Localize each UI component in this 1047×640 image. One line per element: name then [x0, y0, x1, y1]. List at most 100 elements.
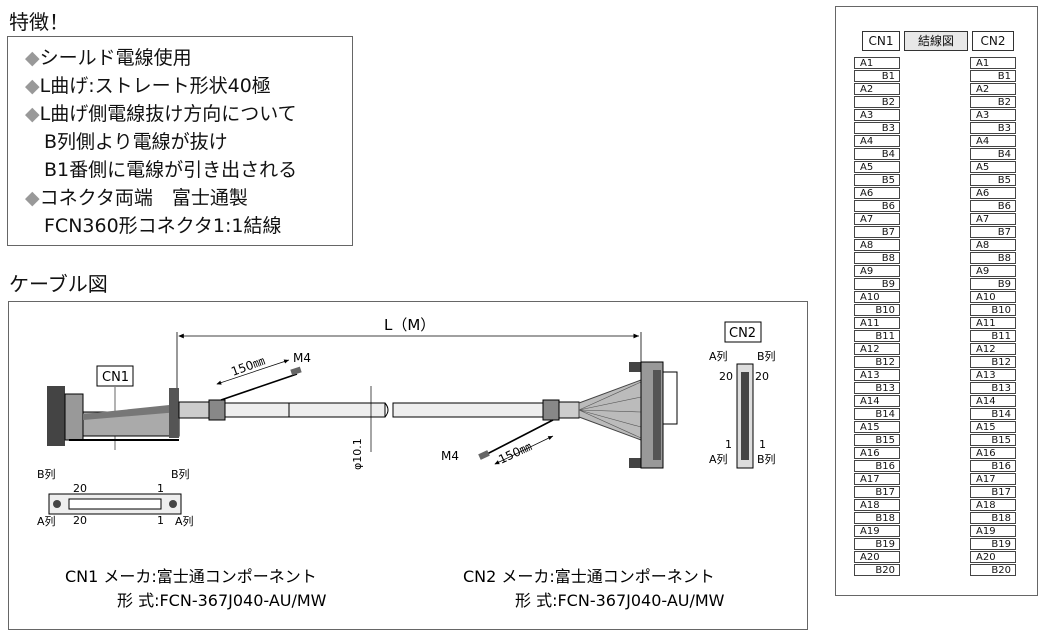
screw-label-1: M4 [293, 351, 311, 365]
cn2-pin-b17: B17 [970, 486, 1016, 498]
feature-text: FCN360形コネクタ1:1結線 [44, 215, 282, 237]
cn2-pin-a20: A20 [970, 551, 1016, 563]
cn1-pin-a17: A17 [854, 473, 900, 485]
cn1-pin-a9: A9 [854, 265, 900, 277]
cable-diagram-box: L（M） CN1 φ10.1 150㎜ M4 [8, 301, 808, 630]
cn1-pin-a3: A3 [854, 109, 900, 121]
cn1-pin-a11: A11 [854, 317, 900, 329]
cn1-pin-a19: A19 [854, 525, 900, 537]
feature-line: B1番側に電線が引き出される [25, 155, 297, 182]
feature-line: B列側より電線が抜け [25, 127, 228, 154]
cn2-pin-20-left: 20 [719, 370, 733, 383]
cable-diagram: L（M） CN1 φ10.1 150㎜ M4 [37, 316, 776, 610]
ground-wire-1: 150㎜ M4 [216, 351, 311, 401]
cn2-pin-b6: B6 [970, 200, 1016, 212]
feature-text: B1番側に電線が引き出される [44, 159, 298, 181]
diamond-bullet-icon: ◆ [25, 103, 40, 125]
cn2-pin-a10: A10 [970, 291, 1016, 303]
cn2-pin-b7: B7 [970, 226, 1016, 238]
cn2-row-a-bottom: A列 [709, 452, 728, 466]
cn2-pin-b2: B2 [970, 96, 1016, 108]
wiring-title: 結線図 [904, 31, 968, 51]
cn2-row-b-bottom: B列 [757, 452, 776, 466]
cn1-pin-b5: B5 [854, 174, 900, 186]
cn1-pin-a7: A7 [854, 213, 900, 225]
feature-line: ◆L曲げ:ストレート形状40極 [25, 71, 271, 98]
cn1-label-box [96, 365, 134, 387]
cn2-pin-b20: B20 [970, 564, 1016, 576]
cn2-pin-a12: A12 [970, 343, 1016, 355]
cn1-pin-b8: B8 [854, 252, 900, 264]
cn1-pin-a12: A12 [854, 343, 900, 355]
cn1-row-b-right: B列 [171, 467, 190, 481]
cn2-pin-b11: B11 [970, 330, 1016, 342]
diamond-bullet-icon: ◆ [25, 75, 40, 97]
screw-label-2: M4 [441, 449, 459, 463]
cn2-pin-a16: A16 [970, 447, 1016, 459]
cn2-pin-a5: A5 [970, 161, 1016, 173]
cn2-pin-a4: A4 [970, 135, 1016, 147]
cn1-pin-b2: B2 [854, 96, 900, 108]
cn2-row-b-top: B列 [757, 349, 776, 363]
feature-line: ◆L曲げ側電線抜け方向について [25, 99, 297, 126]
cn1-row-a-left: A列 [37, 514, 56, 528]
cn1-pin-a1: A1 [854, 57, 900, 69]
length-label: L（M） [384, 316, 435, 334]
cn1-pin-b1: B1 [854, 70, 900, 82]
cable-title: ケーブル図 [9, 272, 108, 296]
cn1-row-a-right: A列 [175, 514, 194, 528]
cn2-pin-a18: A18 [970, 499, 1016, 511]
cn1-pin-b14: B14 [854, 408, 900, 420]
feature-text: L曲げ側電線抜け方向について [39, 103, 297, 125]
cn1-pin-b20: B20 [854, 564, 900, 576]
cn1-pin-b4: B4 [854, 148, 900, 160]
cn1-pin-a20: A20 [854, 551, 900, 563]
cn1-label: CN1 [102, 370, 129, 385]
cn1-pin-b17: B17 [854, 486, 900, 498]
cn1-pin-20-top: 20 [73, 482, 87, 495]
cn2-pin-b10: B10 [970, 304, 1016, 316]
cn2-pin-b4: B4 [970, 148, 1016, 160]
cn2-pin-b18: B18 [970, 512, 1016, 524]
cn2-pin-a13: A13 [970, 369, 1016, 381]
cn2-pin-a19: A19 [970, 525, 1016, 537]
diamond-bullet-icon: ◆ [25, 47, 40, 69]
cn1-pin-a16: A16 [854, 447, 900, 459]
ground-wire-2: 150㎜ M4 [441, 419, 554, 467]
diameter-label: φ10.1 [351, 438, 364, 470]
cn1-pin-b7: B7 [854, 226, 900, 238]
cn1-row-b-left: B列 [37, 467, 56, 481]
cn2-pin-a1: A1 [970, 57, 1016, 69]
cn2-row-a-top: A列 [709, 349, 728, 363]
cn2-pin-a9: A9 [970, 265, 1016, 277]
cn2-pin-a6: A6 [970, 187, 1016, 199]
cn2-pin-b16: B16 [970, 460, 1016, 472]
cn1-pin-a13: A13 [854, 369, 900, 381]
cn2-pin-b8: B8 [970, 252, 1016, 264]
cn1-front-view [48, 493, 182, 515]
cable-body [178, 379, 642, 441]
cn2-pin-20-right: 20 [755, 370, 769, 383]
cn2-pin-a8: A8 [970, 239, 1016, 251]
feature-line: ◆シールド電線使用 [25, 43, 192, 70]
cn1-pin-1-top: 1 [157, 482, 164, 495]
cn1-pin-a2: A2 [854, 83, 900, 95]
cn2-pin-b3: B3 [970, 122, 1016, 134]
cn1-pin-a18: A18 [854, 499, 900, 511]
cn1-pin-b9: B9 [854, 278, 900, 290]
cn1-maker: CN1 メーカ:富士通コンポーネント [65, 567, 317, 586]
cn1-pin-a15: A15 [854, 421, 900, 433]
cn1-pin-b12: B12 [854, 356, 900, 368]
cn2-pin-a17: A17 [970, 473, 1016, 485]
cn2-pin-a2: A2 [970, 83, 1016, 95]
cn1-pin-a8: A8 [854, 239, 900, 251]
cn2-pin-a3: A3 [970, 109, 1016, 121]
cn2-pin-a7: A7 [970, 213, 1016, 225]
cn2-label: CN2 [729, 326, 756, 341]
cn1-pin-b15: B15 [854, 434, 900, 446]
cn1-pin-b19: B19 [854, 538, 900, 550]
cn2-model: 形 式:FCN-367J040-AU/MW [515, 591, 725, 610]
branch-length-2: 150㎜ [496, 439, 534, 466]
